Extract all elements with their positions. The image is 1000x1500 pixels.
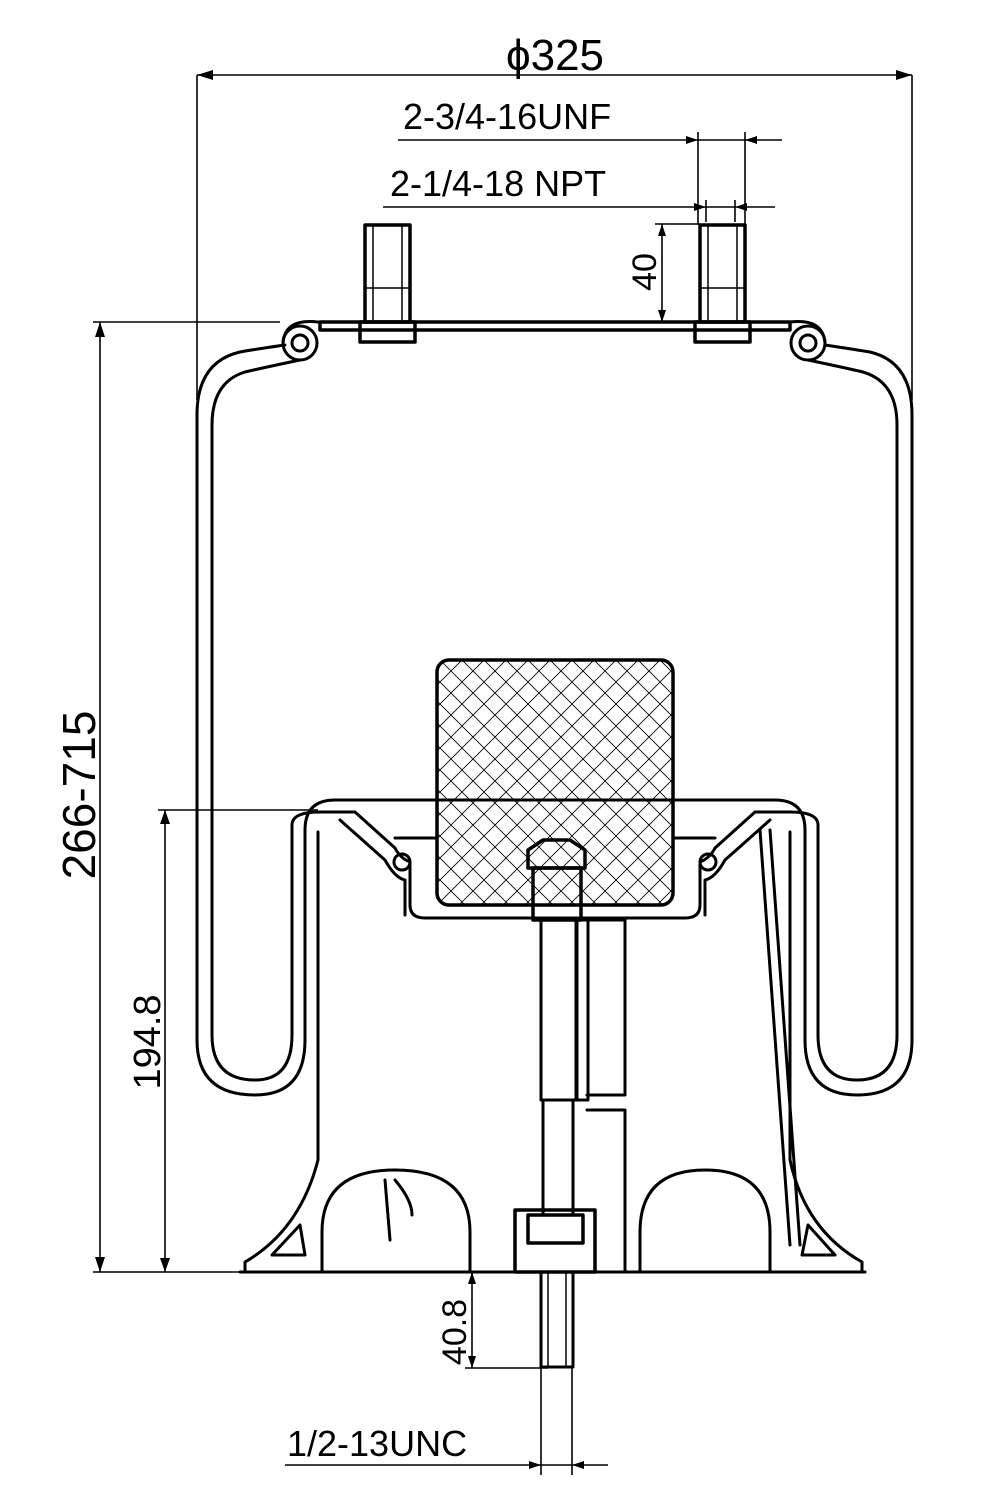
npt-thread-leader (383, 200, 775, 222)
top-bead-plate (281, 319, 827, 362)
diameter-label: ϕ325 (506, 31, 604, 80)
unc-thread-label: 1/2-13UNC (287, 1423, 467, 1464)
overall-height-dimension (93, 321, 280, 1273)
rubber-bellows (195, 343, 914, 1097)
piston-height-dimension (158, 809, 318, 1272)
npt-thread-label: 2-1/4-18 NPT (390, 163, 606, 204)
bolt-length-dimension (465, 1272, 548, 1369)
piston-height-label: 194.8 (127, 994, 169, 1089)
diameter-dimension (196, 70, 913, 400)
unc-thread-leader (285, 1368, 608, 1475)
center-bolt-assembly (513, 838, 627, 1369)
right-mounting-stud (693, 223, 752, 344)
unf-thread-label: 2-3/4-16UNF (403, 96, 611, 137)
stud-height-dimension (655, 223, 700, 322)
bumper-block (435, 658, 675, 907)
stud-height-label: 40 (626, 253, 664, 291)
bolt-length-label: 40.8 (436, 1299, 474, 1365)
left-mounting-stud (358, 223, 417, 344)
overall-height-label: 266-715 (53, 711, 105, 880)
